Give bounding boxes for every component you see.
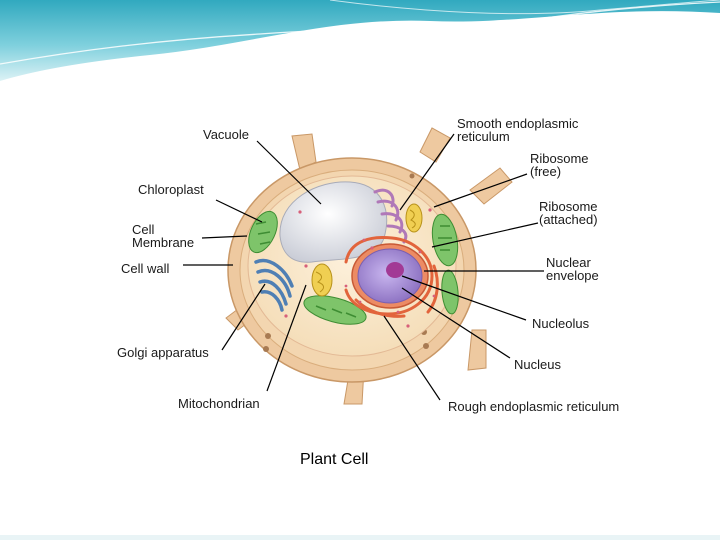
label-ribosome-free: Ribosome (free) (530, 151, 589, 179)
label-cell-membrane: Cell Membrane (132, 222, 195, 250)
label-rough-er: Rough endoplasmic reticulum (448, 399, 620, 414)
label-golgi-apparatus: Golgi apparatus (117, 345, 209, 360)
diagram-caption: Plant Cell (300, 451, 369, 468)
mitochondrion-shapes (311, 203, 423, 297)
golgi-shape (254, 258, 294, 312)
ribosome-dots (284, 208, 436, 328)
chloroplast-shapes (248, 210, 459, 325)
leader-lines (183, 133, 544, 401)
nucleus-shape (351, 243, 429, 309)
label-nucleolus: Nucleolus (532, 316, 590, 331)
label-nuclear-envelope: Nuclear envelope (546, 255, 599, 283)
nucleolus-shape (386, 262, 404, 278)
label-ribosome-attached: Ribosome (attached) (539, 199, 598, 227)
label-vacuole: Vacuole (203, 127, 250, 142)
label-nucleus: Nucleus (514, 357, 561, 372)
label-smooth-er: Smooth endoplasmic reticulum (457, 116, 579, 144)
label-chloroplast: Chloroplast (138, 182, 204, 197)
label-mitochondrion: Mitochondrian (178, 396, 260, 411)
label-cell-wall: Cell wall (121, 261, 170, 276)
